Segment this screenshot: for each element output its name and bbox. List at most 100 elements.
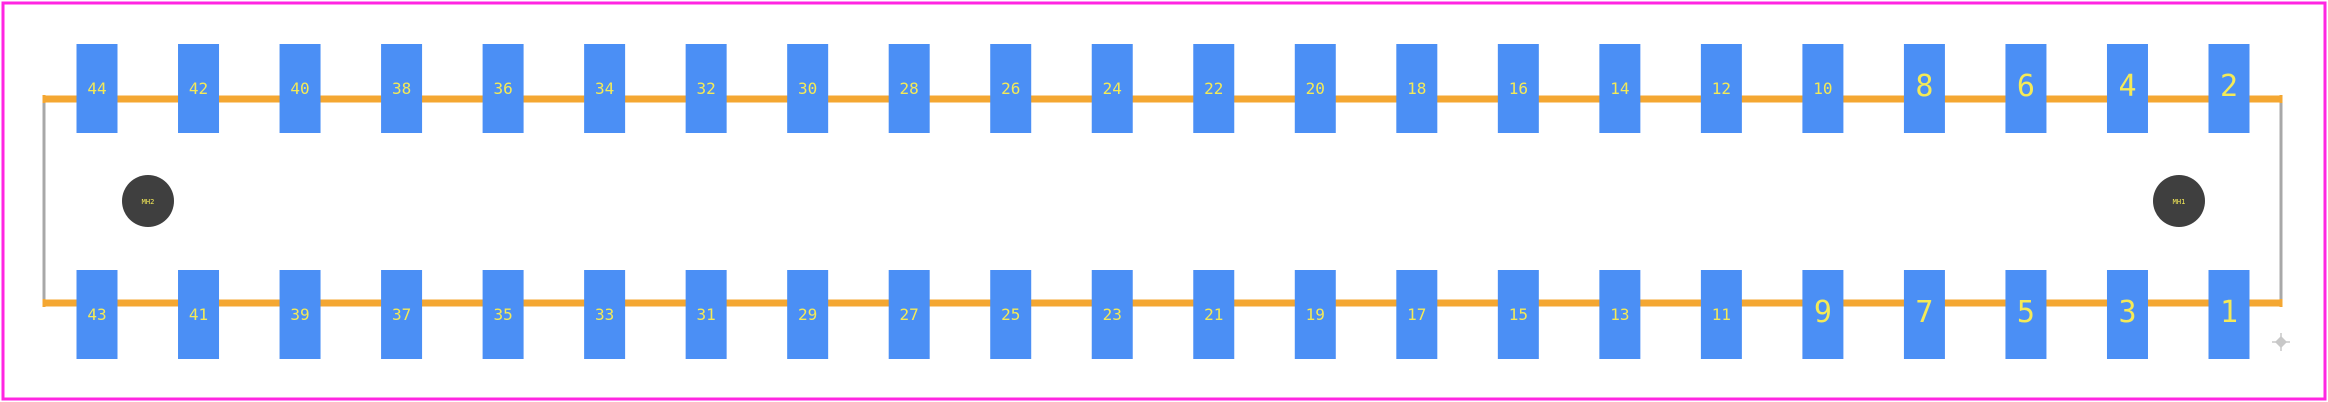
pad: 42 xyxy=(178,44,220,133)
pad: 20 xyxy=(1294,44,1336,133)
pad-shape xyxy=(2106,44,2148,133)
mounting-holes: MH2 MH1 xyxy=(122,175,2205,227)
pad-shape xyxy=(2208,270,2250,359)
pad: 4 xyxy=(2106,44,2148,133)
pad-shape xyxy=(1903,270,1945,359)
pad-label: 30 xyxy=(798,79,817,98)
pad: 30 xyxy=(787,44,829,133)
pad-label: 28 xyxy=(900,79,919,98)
pad: 9 xyxy=(1802,270,1844,359)
pad-label: 43 xyxy=(87,305,106,324)
mounting-hole: MH1 xyxy=(2153,175,2205,227)
pad-shape xyxy=(685,270,727,359)
pad: 14 xyxy=(1599,44,1641,133)
pad-label: 38 xyxy=(392,79,411,98)
pad: 38 xyxy=(381,44,423,133)
pad-label: 13 xyxy=(1610,305,1629,324)
pad-shape xyxy=(1294,44,1336,133)
pad: 37 xyxy=(381,270,423,359)
pad-shape xyxy=(584,44,626,133)
pad-label: 5 xyxy=(2017,295,2035,330)
pad: 13 xyxy=(1599,270,1641,359)
pad: 12 xyxy=(1700,44,1742,133)
pad-shape xyxy=(990,270,1032,359)
pad-label: 35 xyxy=(493,305,512,324)
pad-shape xyxy=(2208,44,2250,133)
pad-label: 39 xyxy=(290,305,309,324)
pad-shape xyxy=(1091,270,1133,359)
pad: 8 xyxy=(1903,44,1945,133)
pad-shape xyxy=(1802,44,1844,133)
pad-shape xyxy=(2005,270,2047,359)
pad-label: 7 xyxy=(1915,295,1933,330)
pad-shape xyxy=(381,270,423,359)
pad-label: 24 xyxy=(1103,79,1122,98)
pad-shape xyxy=(1193,270,1235,359)
pad-label: 26 xyxy=(1001,79,1020,98)
pad: 31 xyxy=(685,270,727,359)
pad-shape xyxy=(76,44,118,133)
pad-label: 32 xyxy=(697,79,716,98)
pad-label: 1 xyxy=(2220,295,2238,330)
pad: 19 xyxy=(1294,270,1336,359)
pad-label: 20 xyxy=(1306,79,1325,98)
pad-label: 12 xyxy=(1712,79,1731,98)
pad-label: 44 xyxy=(87,79,106,98)
pad-shape xyxy=(2106,270,2148,359)
pad: 32 xyxy=(685,44,727,133)
pad: 24 xyxy=(1091,44,1133,133)
pad: 34 xyxy=(584,44,626,133)
pad-shape xyxy=(685,44,727,133)
pad: 17 xyxy=(1396,270,1438,359)
pad-label: 8 xyxy=(1915,69,1933,104)
pad-label: 29 xyxy=(798,305,817,324)
pad-label: 31 xyxy=(697,305,716,324)
pad-shape xyxy=(787,270,829,359)
mounting-hole-label: MH1 xyxy=(2173,198,2186,206)
pad: 25 xyxy=(990,270,1032,359)
pad: 6 xyxy=(2005,44,2047,133)
pad: 2 xyxy=(2208,44,2250,133)
pad: 41 xyxy=(178,270,220,359)
pad-label: 23 xyxy=(1103,305,1122,324)
pad-label: 11 xyxy=(1712,305,1731,324)
pad: 10 xyxy=(1802,44,1844,133)
pad: 11 xyxy=(1700,270,1742,359)
pad-label: 25 xyxy=(1001,305,1020,324)
pad-label: 33 xyxy=(595,305,614,324)
pad: 43 xyxy=(76,270,118,359)
pad-label: 22 xyxy=(1204,79,1223,98)
pad-shape xyxy=(1193,44,1235,133)
pad: 3 xyxy=(2106,270,2148,359)
pad-label: 34 xyxy=(595,79,614,98)
pad: 36 xyxy=(482,44,524,133)
pad-shape xyxy=(381,44,423,133)
pad-shape xyxy=(482,44,524,133)
pad-label: 42 xyxy=(189,79,208,98)
mounting-hole-shape xyxy=(2153,175,2205,227)
pad-shape xyxy=(279,44,321,133)
pad-shape xyxy=(584,270,626,359)
pad-shape xyxy=(888,270,930,359)
pad-shape xyxy=(76,270,118,359)
pad-shape xyxy=(787,44,829,133)
pad: 21 xyxy=(1193,270,1235,359)
pad: 26 xyxy=(990,44,1032,133)
pad-label: 41 xyxy=(189,305,208,324)
pad: 7 xyxy=(1903,270,1945,359)
mounting-hole: MH2 xyxy=(122,175,174,227)
pad-shape xyxy=(279,270,321,359)
pad-shape xyxy=(990,44,1032,133)
pad-label: 27 xyxy=(900,305,919,324)
mounting-hole-label: MH2 xyxy=(142,198,155,206)
pad-label: 37 xyxy=(392,305,411,324)
pad-label: 21 xyxy=(1204,305,1223,324)
pad: 22 xyxy=(1193,44,1235,133)
pad: 23 xyxy=(1091,270,1133,359)
pad: 40 xyxy=(279,44,321,133)
pad: 5 xyxy=(2005,270,2047,359)
pad: 44 xyxy=(76,44,118,133)
